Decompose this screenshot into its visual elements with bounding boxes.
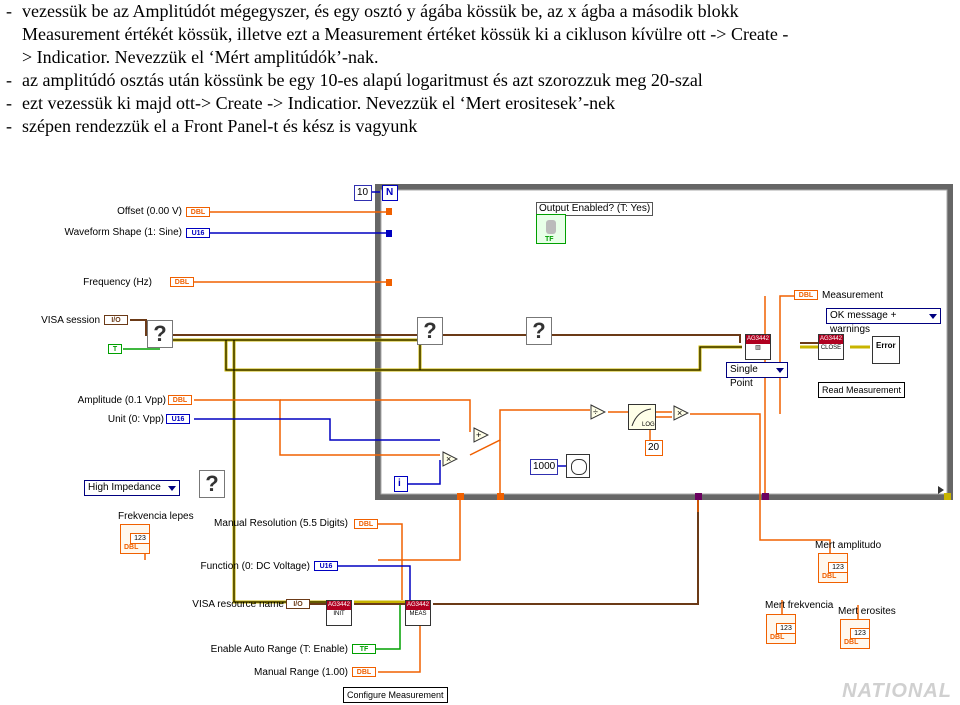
placeholder-subvi[interactable]: ? [147,320,173,348]
svg-text:×: × [677,408,682,418]
manual-resolution-control[interactable]: DBL [354,519,378,529]
national-instruments-watermark: NATIONAL [842,680,952,702]
read-mode-ring[interactable]: Single Point [726,362,788,389]
clock-icon [571,459,587,475]
label-visa-session: VISA session [41,315,100,326]
label-waveform-shape: Waveform Shape (1: Sine) [64,227,182,238]
ag3442-close-vi[interactable]: AG3442 CLOSE [818,334,844,360]
label-manual-resolution: Manual Resolution (5.5 Digits) [214,518,348,529]
frekvencia-lepes-indicator[interactable]: 123 DBL [120,524,150,554]
instruction-line: > Indicatior. Nevezzük el ‘Mért amplitúd… [22,47,379,67]
waveform-shape-control[interactable]: U16 [186,228,210,238]
measurement-indicator-terminal[interactable]: DBL [794,290,818,300]
label-output-enabled: Output Enabled? (T: Yes) [536,202,654,216]
svg-text:÷: ÷ [593,407,598,417]
visa-session-control[interactable]: I/O [104,315,128,325]
warning-icon: Error [876,341,896,350]
svg-text:×: × [446,454,451,464]
instruction-list: -vezessük be az Amplitúdót mégegyszer, é… [0,0,960,138]
label-unit: Unit (0: Vpp) [107,414,164,425]
frequency-control[interactable]: DBL [170,277,194,287]
read-measurement-label: Read Measurement [818,382,906,398]
input-impedance-ring[interactable]: High Impedance [84,480,180,496]
ag3442-initialize-vi[interactable]: AG3442 INIT [326,600,352,626]
label-frequency: Frequency (Hz) [83,277,152,288]
output-enabled-terminal[interactable]: TF [536,214,566,244]
instruction-line: Measurement értékét kössük, illetve ezt … [22,24,789,44]
label-frekvencia-lepes: Frekvencia lepes [118,511,194,522]
unit-control[interactable]: U16 [166,414,190,424]
loop-scroll-arrow [938,486,944,494]
instruction-line: -szépen rendezzük el a Front Panel-t és … [6,116,418,136]
error-message-ring[interactable]: OK message + warnings [826,308,941,335]
divide-node[interactable]: ÷ [590,404,606,420]
instruction-line: -az amplitúdó osztás után kössünk be egy… [6,70,703,90]
ag3442-configure-vi[interactable]: AG3442 MEAS [405,600,431,626]
add-node[interactable]: + [473,427,489,443]
instruction-line: -ezt vezessük ki majd ott-> Create -> In… [6,93,616,113]
label-measurement: Measurement [822,290,884,301]
loop-count-terminal: N [382,185,398,201]
mert-erosites-indicator[interactable]: 123 DBL [840,619,870,649]
for-loop-frame-inner [380,189,948,495]
instruction-line: -vezessük be az Amplitúdót mégegyszer, é… [6,1,739,21]
log-curve-icon: LOG [631,408,655,428]
log10-node[interactable]: LOG [628,404,656,430]
label-mert-frekvencia: Mert frekvencia [765,600,834,611]
svg-text:LOG: LOG [642,422,655,428]
svg-text:+: + [476,430,481,440]
multiplier-constant[interactable]: 20 [645,440,663,456]
placeholder-subvi[interactable]: ? [417,317,443,345]
mert-amplitudo-indicator[interactable]: 123 DBL [818,553,848,583]
manual-range-control[interactable]: DBL [352,667,376,677]
configure-measurement-label: Configure Measurement [343,687,448,703]
multiply-node[interactable]: × [442,451,458,467]
loop-iteration-terminal: i [394,476,408,492]
offset-control[interactable]: DBL [186,207,210,217]
wait-ms-constant[interactable]: 1000 [530,459,558,475]
label-mert-amplitudo: Mert amplitudo [815,540,882,551]
label-mert-erosites: Mert erosites [838,606,896,617]
error-handler-vi[interactable]: Error [872,336,900,364]
enable-auto-range-control[interactable]: TF [352,644,376,654]
loop-tunnels [386,208,951,500]
mert-frekvencia-indicator[interactable]: 123 DBL [766,614,796,644]
int-wires [194,191,566,600]
label-function: Function (0: DC Voltage) [200,561,311,572]
placeholder-subvi[interactable]: ? [526,317,552,345]
placeholder-subvi[interactable]: ? [199,470,225,498]
toggle-switch-icon [546,220,556,234]
label-offset: Offset (0.00 V) [117,206,182,217]
multiply-node[interactable]: × [673,405,689,421]
for-loop-frame[interactable] [375,184,953,500]
amplitude-control[interactable]: DBL [168,395,192,405]
label-amplitude: Amplitude (0.1 Vpp) [77,395,166,406]
label-manual-range: Manual Range (1.00) [254,667,348,678]
true-constant[interactable]: T [108,344,122,354]
label-enable-auto-range: Enable Auto Range (T: Enable) [210,644,348,655]
label-visa-resource-name: VISA resource name [192,599,284,610]
loop-count-constant[interactable]: 10 [354,185,372,201]
wait-timer-node[interactable] [566,454,590,478]
function-control[interactable]: U16 [314,561,338,571]
ag3442-read-vi[interactable]: AG3442 ▥ [745,334,771,360]
visa-resource-name-control[interactable]: I/O [286,599,310,609]
